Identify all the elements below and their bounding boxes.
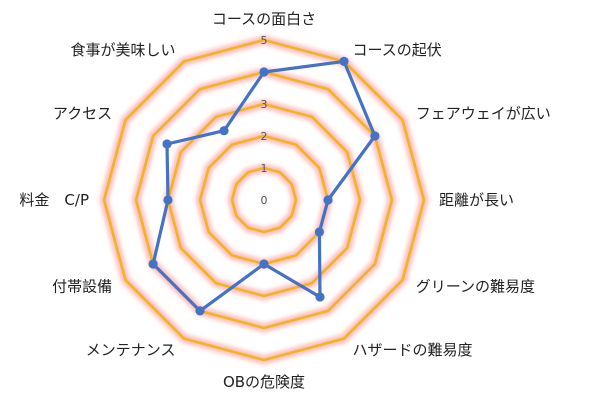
category-label-5: ハザードの難易度 [353, 341, 473, 359]
category-labels: コースの面白さコースの起伏フェアウェイが広い距離が長いグリーンの難易度ハザードの… [19, 10, 550, 391]
grid-ring-1 [230, 166, 298, 234]
category-label-2: フェアウェイが広い [416, 105, 551, 123]
tick-label-2: 2 [261, 130, 268, 143]
data-point-6 [259, 259, 269, 269]
data-point-10 [162, 139, 172, 149]
category-label-3: 距離が長い [439, 191, 514, 209]
grid-ring-5 [102, 38, 426, 362]
category-label-10: アクセス [53, 105, 112, 123]
data-point-2 [370, 131, 380, 141]
data-point-5 [315, 292, 325, 302]
category-label-1: コースの起伏 [353, 41, 442, 59]
category-label-11: 食事が美味しい [70, 41, 175, 59]
category-label-6: OBの危険度 [223, 373, 305, 391]
grid-ring-3 [166, 102, 362, 298]
data-point-1 [339, 56, 349, 66]
tick-label-5: 5 [261, 34, 268, 47]
data-point-11 [219, 126, 229, 136]
series-layer [148, 56, 380, 316]
tick-label-1: 1 [261, 162, 268, 175]
data-point-0 [259, 67, 269, 77]
category-label-0: コースの面白さ [212, 10, 316, 28]
category-label-8: 付帯設備 [52, 278, 112, 296]
category-label-4: グリーンの難易度 [416, 278, 535, 296]
category-label-7: メンテナンス [86, 341, 176, 359]
data-point-8 [148, 259, 158, 269]
radial-tick-labels: 012345 [261, 34, 268, 207]
data-point-3 [323, 195, 333, 205]
data-point-4 [314, 227, 324, 237]
data-point-7 [195, 306, 205, 316]
tick-label-0: 0 [261, 194, 268, 207]
data-point-9 [163, 195, 173, 205]
tick-label-3: 3 [261, 98, 268, 111]
category-label-9: 料金 C/P [19, 191, 89, 209]
